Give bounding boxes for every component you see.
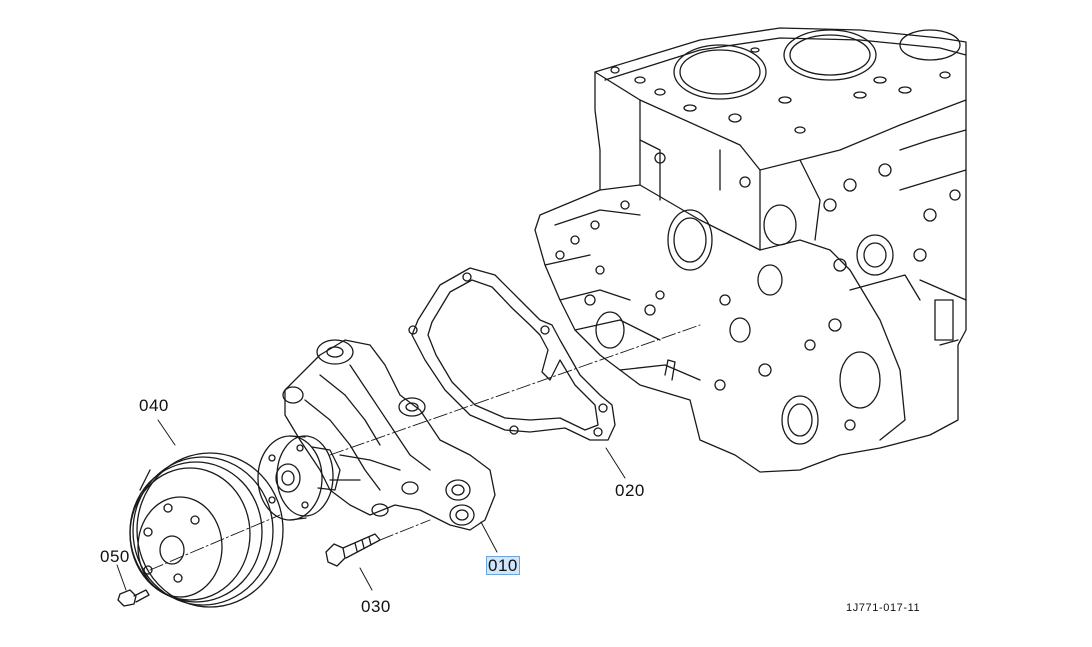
pulley <box>129 452 284 608</box>
small-bolt <box>117 589 150 607</box>
callout-010[interactable]: 010 <box>486 556 520 575</box>
callout-020[interactable]: 020 <box>615 481 645 500</box>
gasket <box>408 267 616 441</box>
engine-block <box>534 27 967 473</box>
leader-lines <box>116 419 626 591</box>
callout-030[interactable]: 030 <box>361 597 391 616</box>
callout-050[interactable]: 050 <box>100 547 130 566</box>
callout-040[interactable]: 040 <box>139 396 169 415</box>
water-pump <box>257 339 496 531</box>
assembly-axis <box>149 324 701 571</box>
bolt <box>325 533 381 567</box>
drawing-number: 1J771-017-11 <box>846 602 921 614</box>
